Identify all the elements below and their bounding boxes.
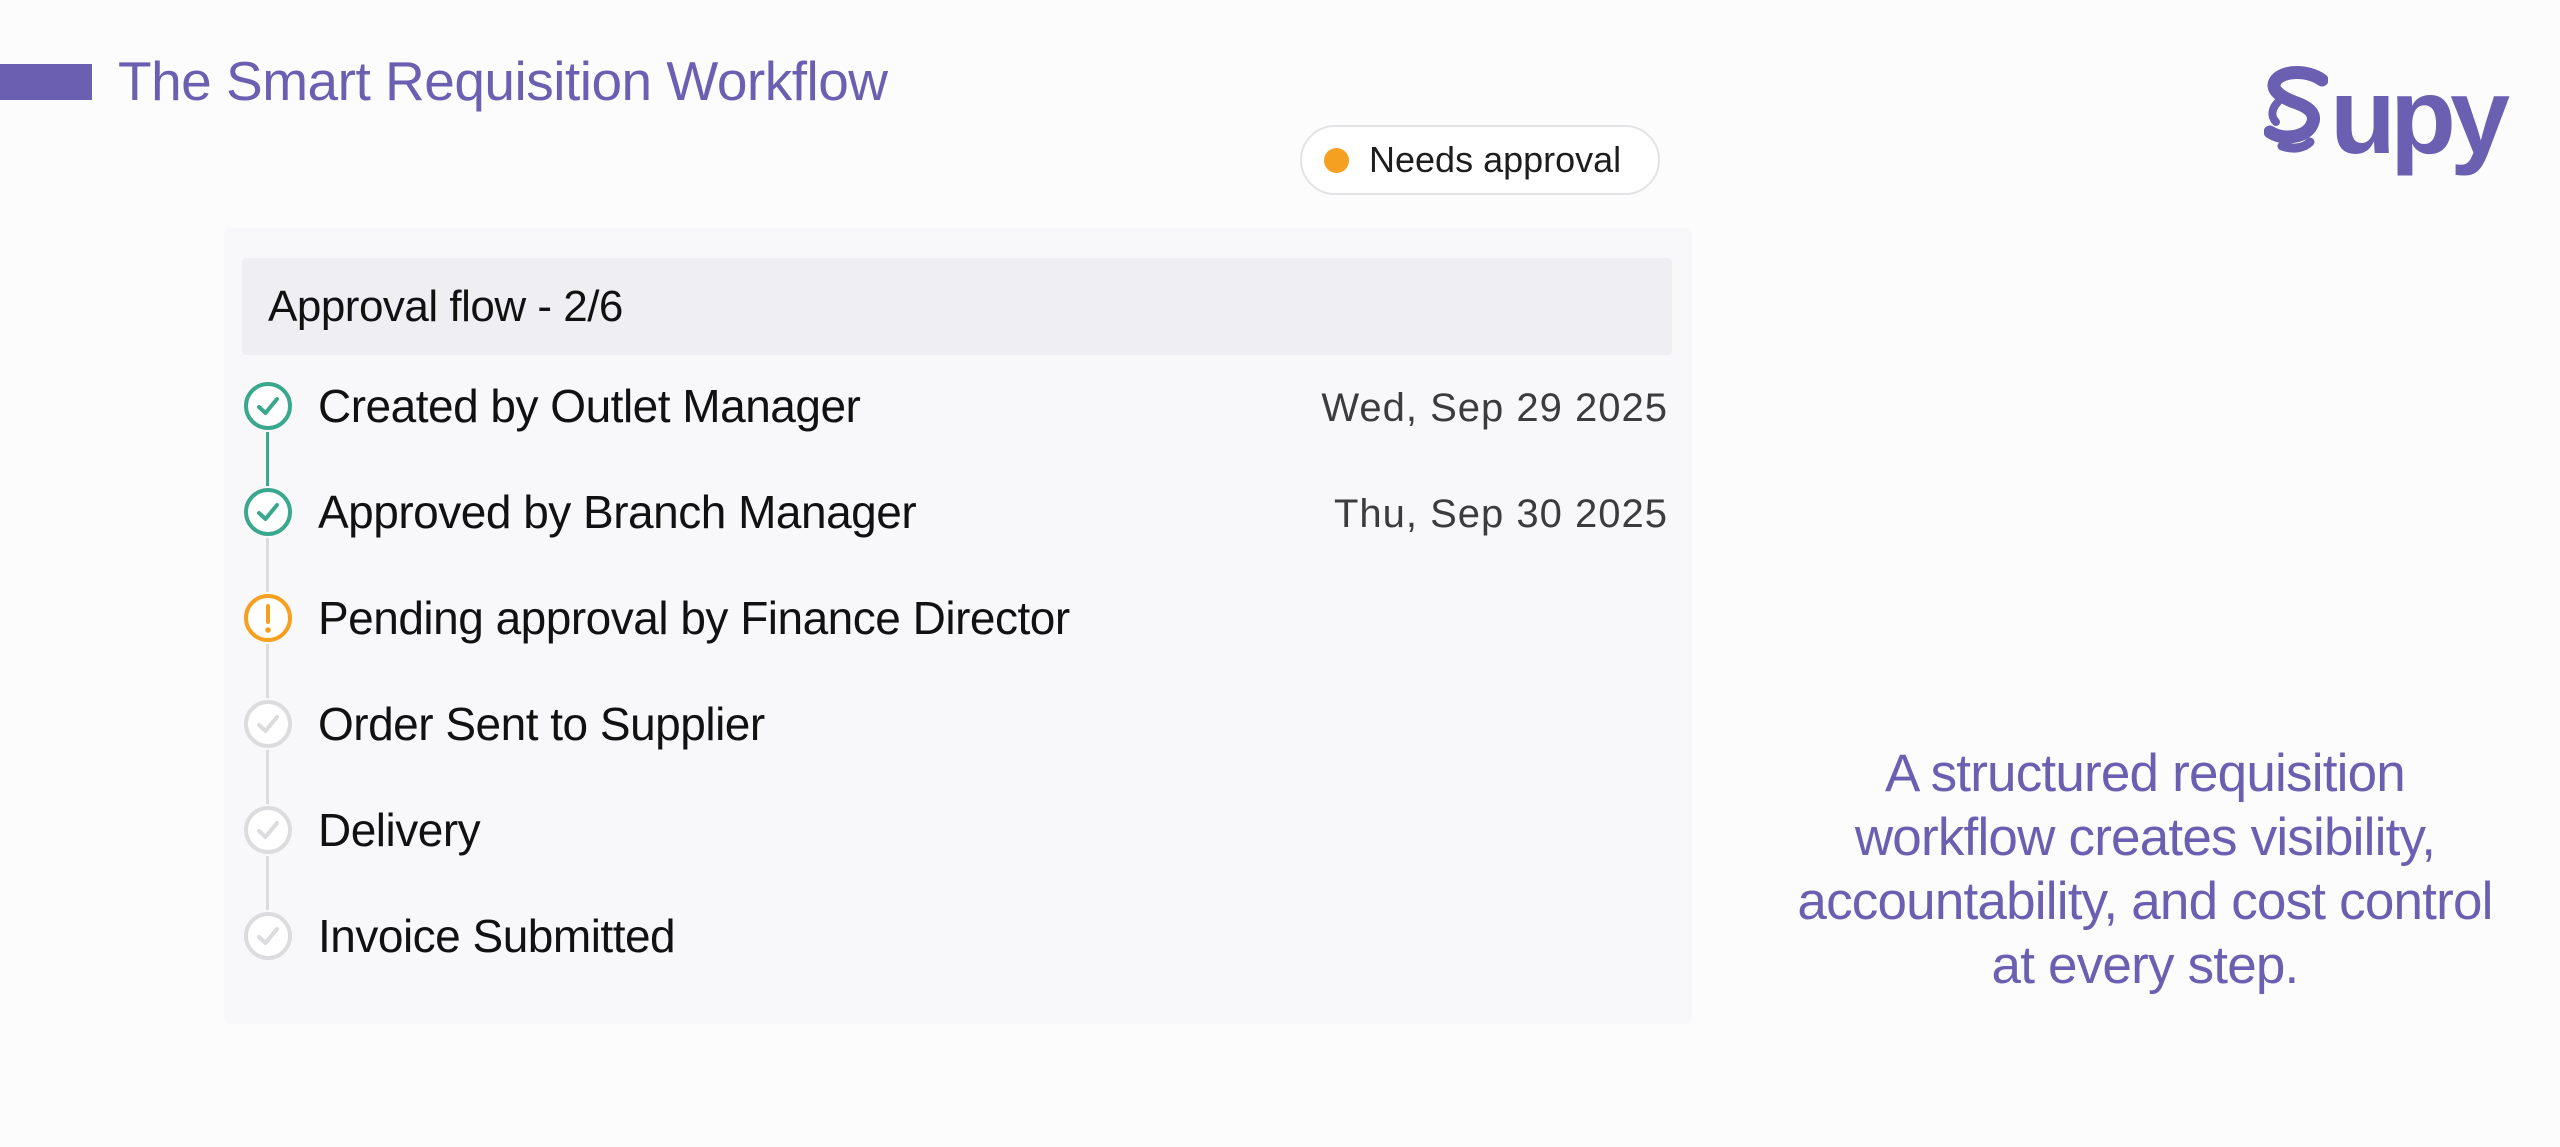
timeline-step-label: Created by Outlet Manager xyxy=(318,380,861,432)
timeline-step-label: Order Sent to Supplier xyxy=(318,698,765,750)
check-circle-icon xyxy=(242,380,294,432)
status-label: Needs approval xyxy=(1369,139,1622,180)
status-badge: Needs approval xyxy=(1300,125,1660,195)
logo-wordmark: upy xyxy=(2330,55,2510,176)
timeline-connector xyxy=(266,538,269,592)
page-title: The Smart Requisition Workflow xyxy=(118,50,888,112)
check-circle-icon xyxy=(242,910,294,962)
logo-s-mark xyxy=(2264,66,2328,153)
timeline-step-label: Invoice Submitted xyxy=(318,910,676,962)
check-circle-icon xyxy=(242,804,294,856)
timeline-connector xyxy=(266,644,269,698)
timeline-step-date: Wed, Sep 29 2025 xyxy=(1321,386,1668,430)
title-accent-bar xyxy=(0,64,92,100)
timeline-step-label: Pending approval by Finance Director xyxy=(318,592,1070,644)
timeline-connector xyxy=(266,856,269,910)
check-circle-icon xyxy=(242,698,294,750)
timeline-step-label: Approved by Branch Manager xyxy=(318,486,917,538)
approval-flow-card: Approval flow - 2/6 xyxy=(224,228,1692,1024)
timeline-step-date: Thu, Sep 30 2025 xyxy=(1333,492,1668,536)
supy-logo: upy xyxy=(2264,55,2510,176)
timeline-connector xyxy=(266,432,269,486)
status-dot-icon xyxy=(1324,147,1349,173)
approval-flow-header: Approval flow - 2/6 xyxy=(242,258,1672,355)
check-circle-icon xyxy=(242,486,294,538)
exclamation-circle-icon xyxy=(242,592,294,644)
caption-text: A structured requisition workflow create… xyxy=(1797,744,2493,995)
timeline-step-label: Delivery xyxy=(318,804,481,856)
approval-flow-title: Approval flow - 2/6 xyxy=(268,282,623,331)
timeline-connector xyxy=(266,750,269,804)
